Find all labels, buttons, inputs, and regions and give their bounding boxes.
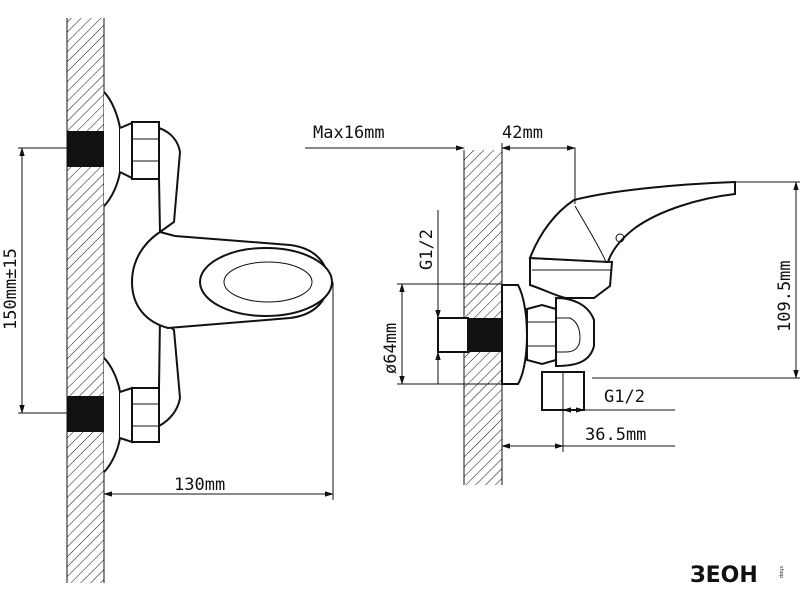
side-nut: [526, 303, 557, 366]
wall-hatch-left: [67, 18, 104, 583]
logo-subtext: shop: [778, 566, 784, 578]
top-nut: [131, 121, 160, 180]
thread-right-label: G1/2: [604, 387, 645, 407]
escutcheon-side: [501, 284, 529, 385]
dim-max16-label: Max16mm: [313, 123, 385, 143]
front-view: 130mm 150mm±15: [1, 18, 334, 583]
lever-front: [199, 247, 333, 317]
dim-42-label: 42mm: [502, 123, 543, 143]
bottom-connector-block: [67, 396, 104, 432]
logo-text: ЗЕОН: [690, 563, 758, 588]
thread-left-label: G1/2: [417, 229, 437, 270]
bottom-nut: [131, 387, 160, 443]
dim-64-label: ø64mm: [381, 323, 401, 374]
dim-150-label: 150mm±15: [1, 248, 21, 330]
dim-109-label: 109.5mm: [775, 260, 795, 332]
dim-36-label: 36.5mm: [585, 425, 646, 445]
dim-130-label: 130mm: [174, 475, 225, 495]
lever-side: [528, 180, 736, 264]
pipe-block-right: [468, 318, 502, 352]
mixer-body-side: [529, 256, 614, 299]
wall-hatch-right: [464, 150, 502, 485]
top-connector-block: [67, 131, 104, 167]
brand-logo: ЗЕОН shop: [690, 563, 784, 588]
side-view: Max16mm 42mm 109.5mm ø64mm G1/2 G1/2 36.…: [305, 123, 800, 485]
